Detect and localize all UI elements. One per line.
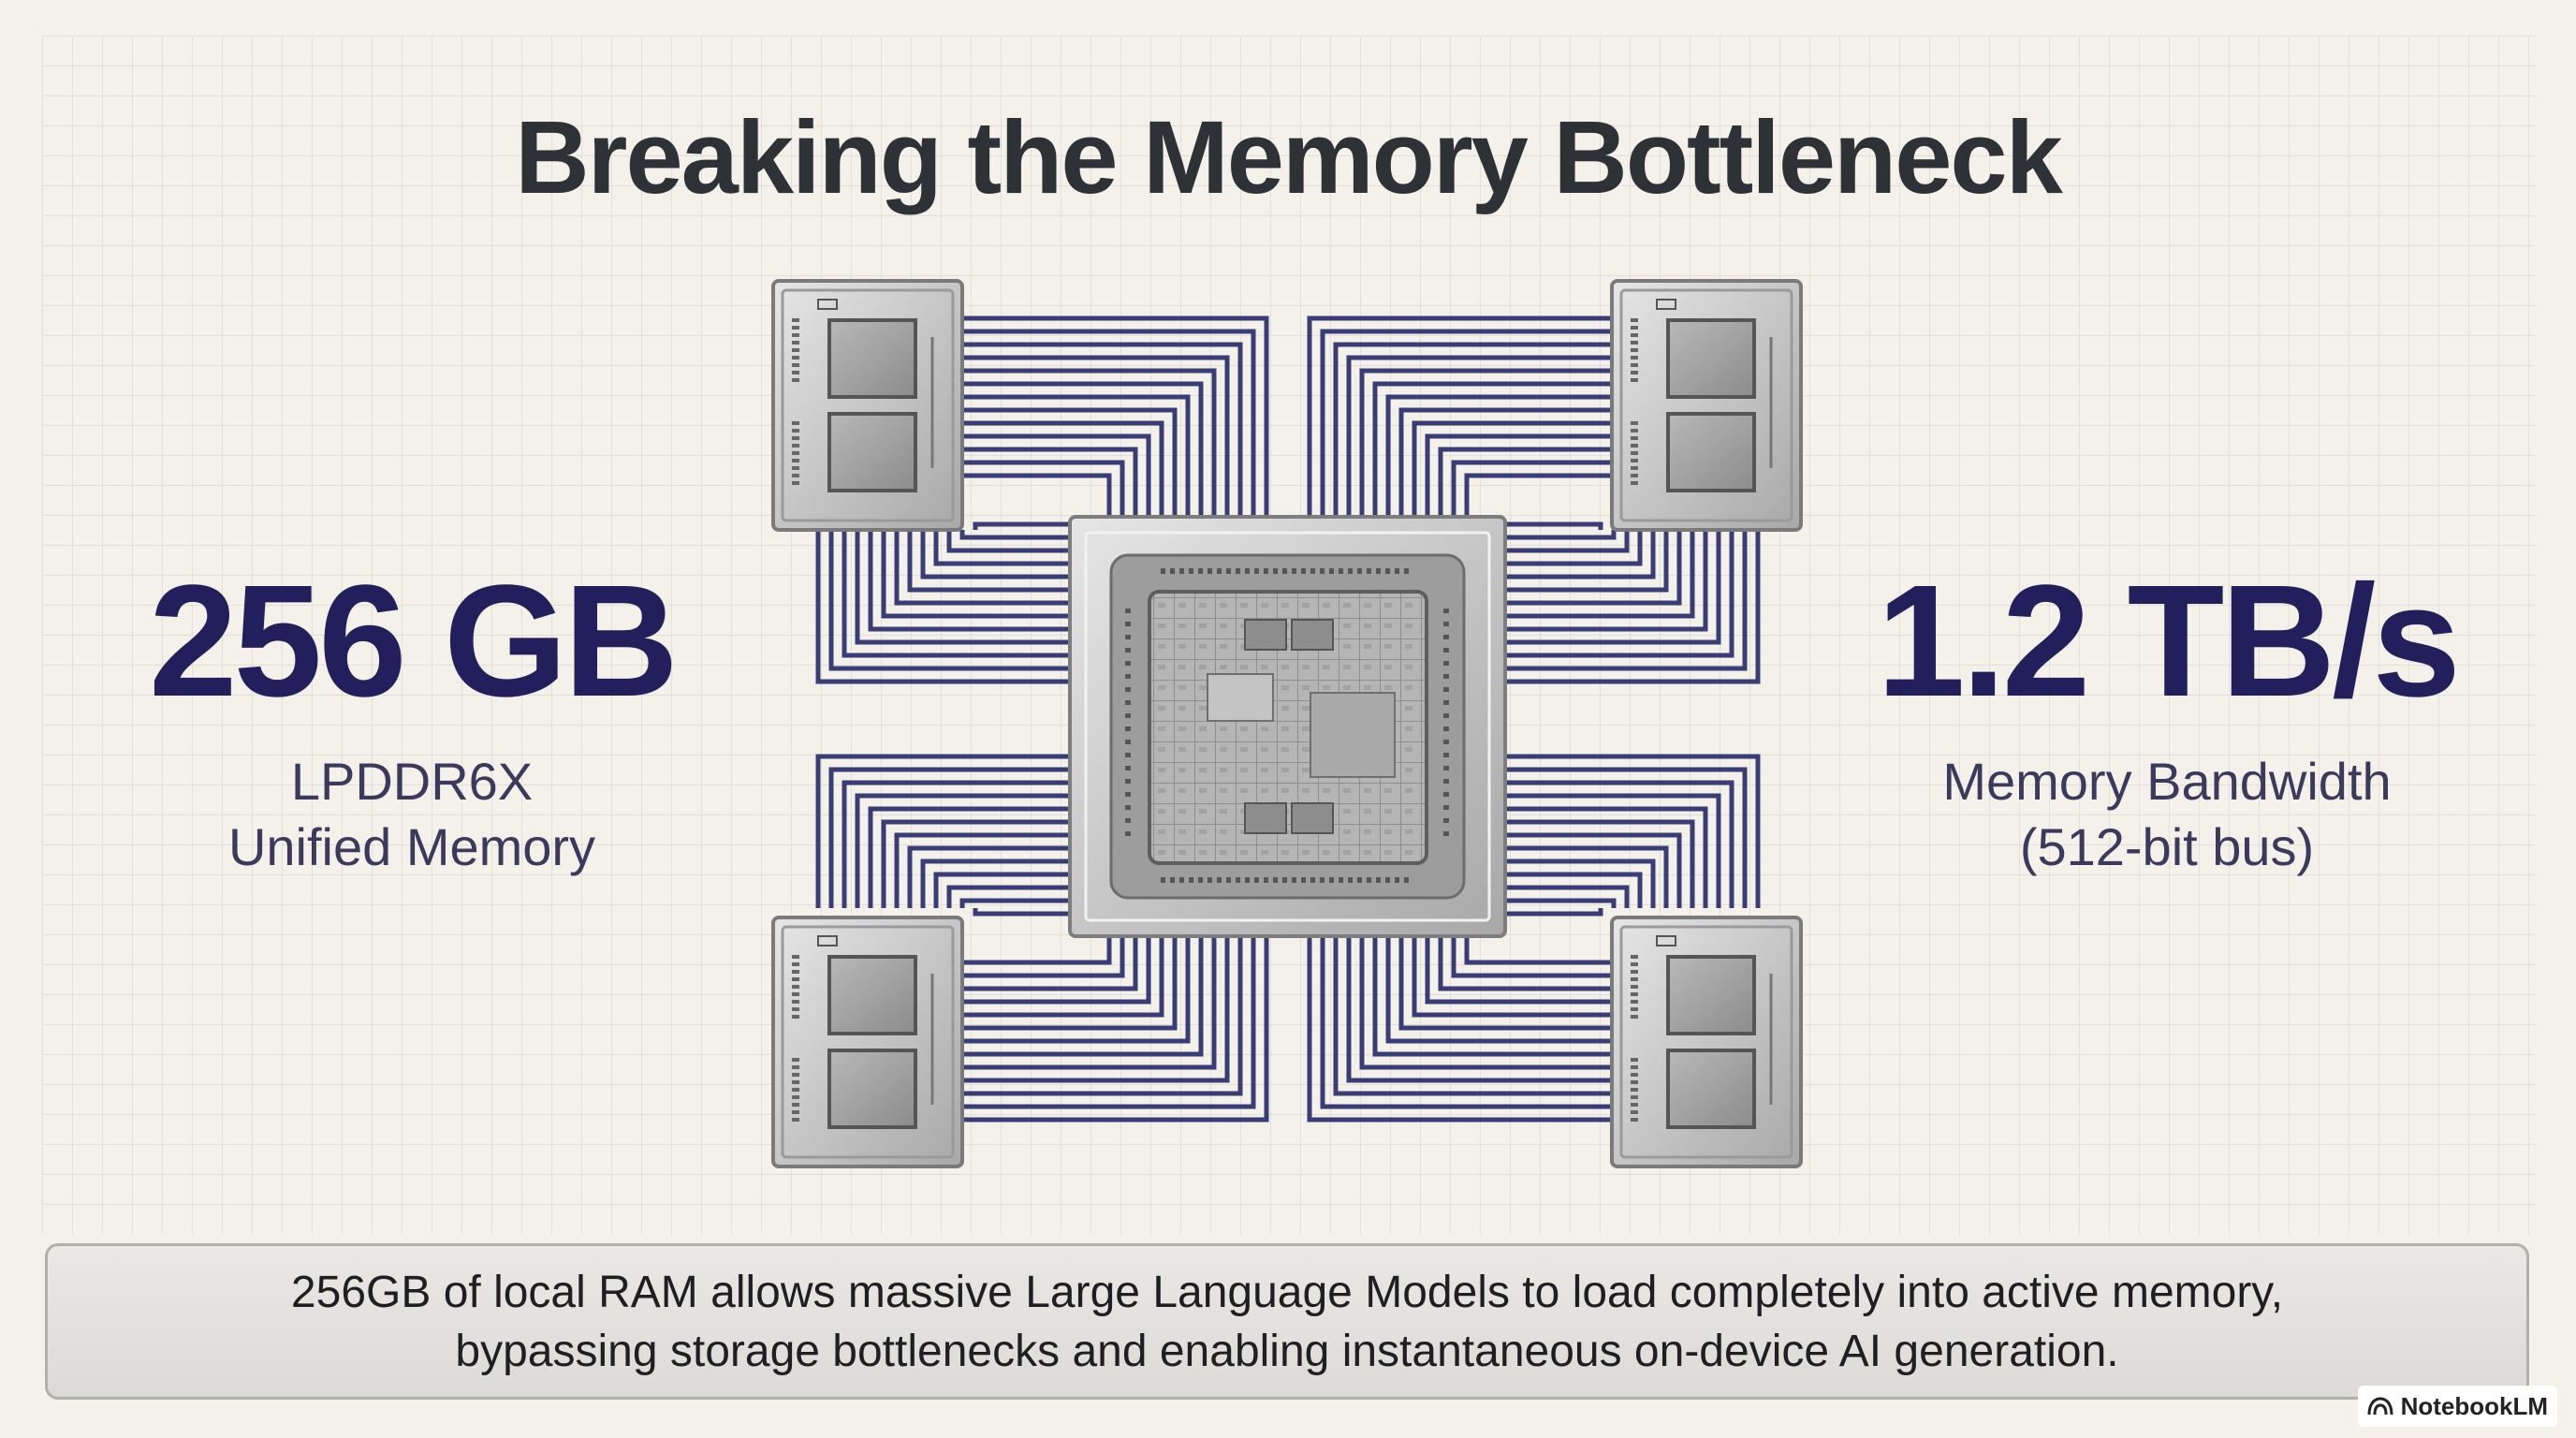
bus-traces <box>815 315 1761 1123</box>
memory-module <box>1610 916 1803 1168</box>
caption-line-2: bypassing storage bottlenecks and enabli… <box>455 1326 2119 1376</box>
memory-capacity-value: 256 GB <box>149 552 679 730</box>
trace-bundle <box>1307 754 1761 1123</box>
memory-module <box>1610 279 1803 532</box>
caption-text: 256GB of local RAM allows massive Large … <box>211 1263 2364 1381</box>
memory-type-label: LPDDR6X <box>290 752 534 811</box>
bus-width-label: (512-bit bus) <box>2019 817 2315 876</box>
memory-kind-label: Unified Memory <box>227 817 596 876</box>
bandwidth-label: Memory Bandwidth <box>1942 752 2392 811</box>
notebooklm-logo-icon <box>2367 1397 2393 1416</box>
brand-name: NotebookLM <box>2400 1391 2548 1420</box>
trace-bundle <box>815 315 1269 684</box>
memory-capacity-stat: 256 GB LPDDR6X Unified Memory <box>112 562 711 880</box>
caption-line-1: 256GB of local RAM allows massive Large … <box>290 1267 2284 1317</box>
memory-bandwidth-value: 1.2 TB/s <box>1877 552 2461 730</box>
caption-box: 256GB of local RAM allows massive Large … <box>45 1243 2529 1400</box>
brand-watermark: NotebookLM <box>2357 1386 2557 1427</box>
soc-processor <box>1068 515 1507 938</box>
memory-module <box>771 279 964 532</box>
memory-modules <box>771 279 1803 1168</box>
memory-bandwidth-stat: 1.2 TB/s Memory Bandwidth (512-bit bus) <box>1863 562 2471 880</box>
page-title: Breaking the Memory Bottleneck <box>515 100 2063 215</box>
memory-module <box>771 916 964 1168</box>
trace-bundle <box>1307 315 1761 684</box>
trace-bundle <box>815 754 1269 1123</box>
